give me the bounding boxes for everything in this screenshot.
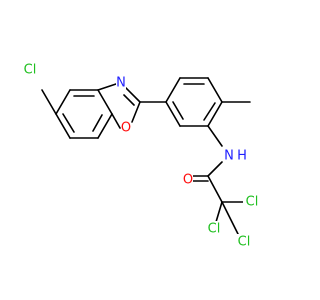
bond xyxy=(215,201,223,223)
atom-label-background xyxy=(243,194,261,210)
bond xyxy=(207,101,223,127)
bond-double-inner xyxy=(62,113,75,133)
bond-double-inner xyxy=(123,94,135,106)
bond xyxy=(97,83,117,91)
bond xyxy=(111,113,121,129)
bond xyxy=(207,175,223,203)
bond-double-inner xyxy=(92,114,103,132)
bond xyxy=(207,77,223,103)
atom-label-h-amide: H xyxy=(237,149,247,164)
bond xyxy=(207,161,223,177)
atom-label-o-carbonyl: O xyxy=(183,173,193,188)
bond xyxy=(165,77,181,103)
atom-label-background xyxy=(237,148,247,164)
bond xyxy=(165,101,181,127)
bond xyxy=(41,89,57,115)
bond xyxy=(221,201,239,235)
atom-label-cl-benzoxazole: Cl xyxy=(24,63,37,78)
bond xyxy=(97,113,113,139)
bond-double-inner xyxy=(172,101,184,120)
bond xyxy=(207,125,223,147)
atom-label-cl-bottom: Cl xyxy=(238,235,251,250)
bond xyxy=(125,87,141,103)
atom-label-background xyxy=(121,120,131,136)
atom-label-background xyxy=(235,234,253,250)
atom-label-n-amide: N xyxy=(224,149,234,164)
atom-label-background xyxy=(224,148,234,164)
bond xyxy=(55,113,71,139)
bond-double-inner xyxy=(203,102,216,121)
atom-label-cl-left: Cl xyxy=(208,222,221,237)
atom-label-o-oxazole: O xyxy=(121,121,131,136)
atom-label-cl-top: Cl xyxy=(246,195,259,210)
atom-label-background xyxy=(205,221,223,237)
bond-layer xyxy=(41,77,251,235)
atom-label-background xyxy=(183,172,193,188)
bond xyxy=(55,89,71,115)
bond xyxy=(131,101,141,123)
bond xyxy=(97,89,113,115)
atom-label-background xyxy=(116,75,126,91)
atom-label-background xyxy=(21,62,39,78)
atom-label-n-oxazole: N xyxy=(116,76,126,91)
canvas-background xyxy=(0,0,300,300)
